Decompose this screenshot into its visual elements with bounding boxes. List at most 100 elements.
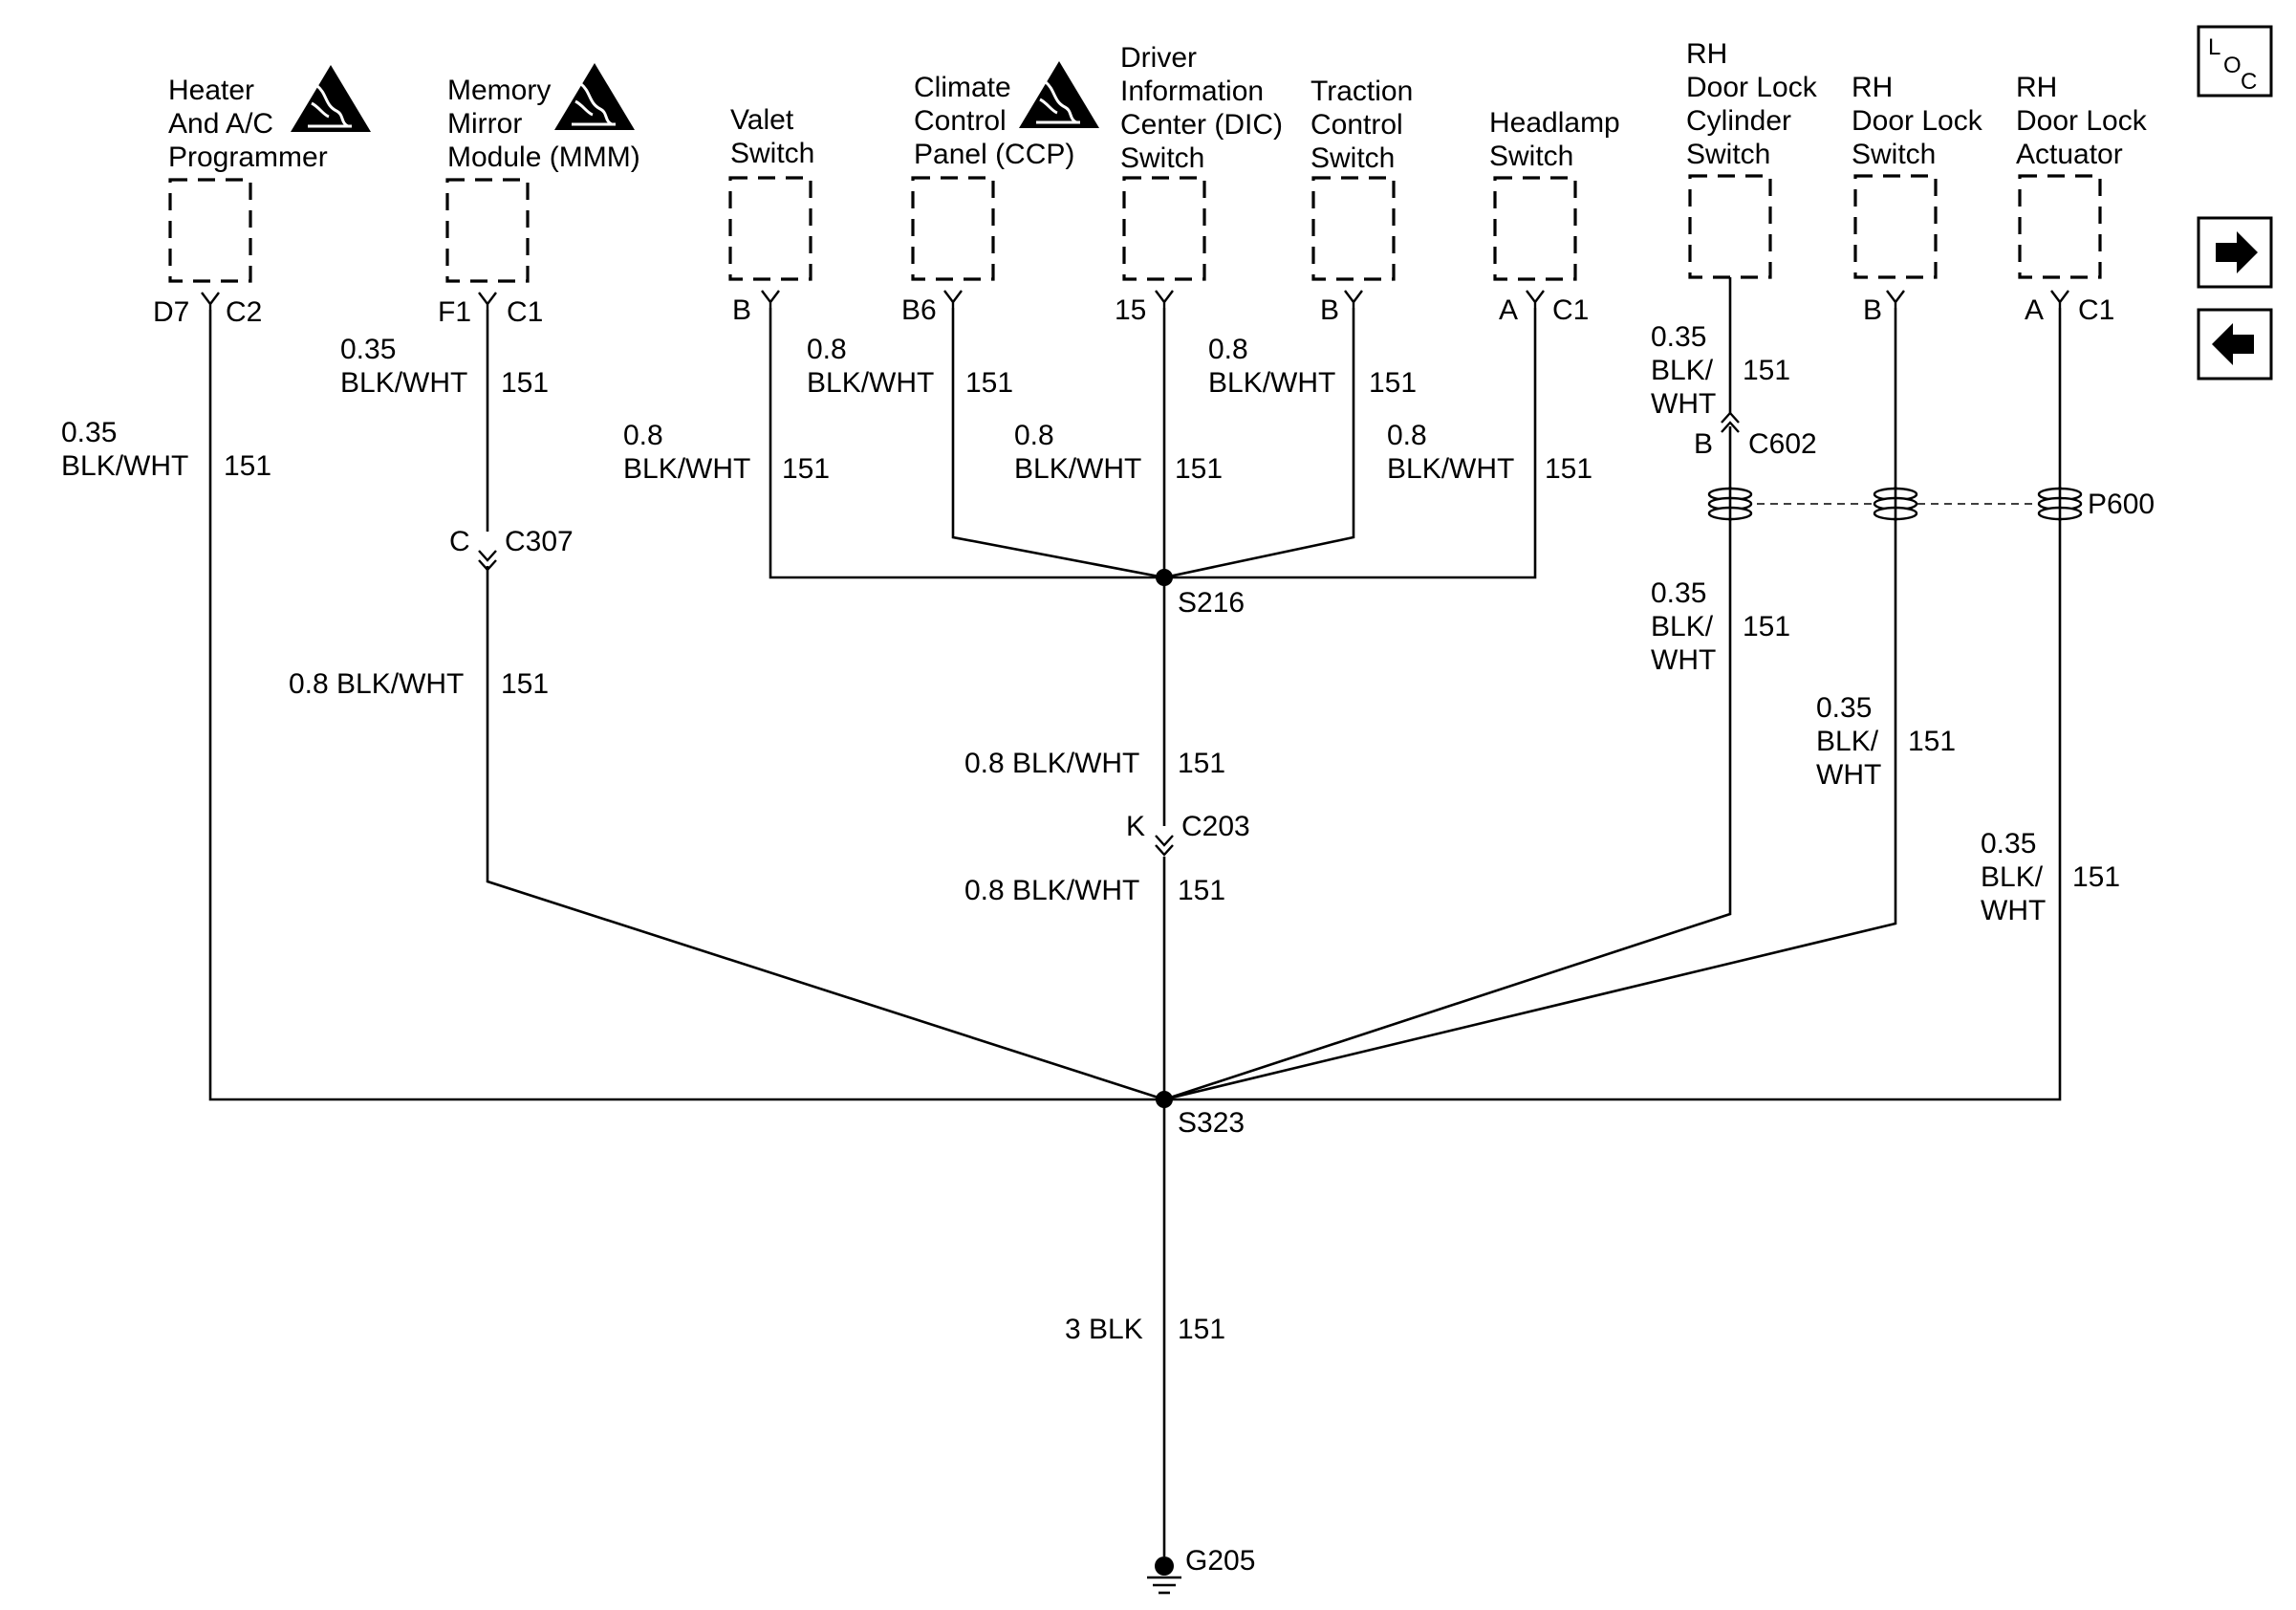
svg-text:BLK/WHT: BLK/WHT <box>61 450 188 482</box>
svg-text:0.8 BLK/WHT: 0.8 BLK/WHT <box>964 748 1139 779</box>
svg-text:WHT: WHT <box>1651 644 1716 676</box>
rh-door-lock-actuator-box <box>2018 174 2102 279</box>
svg-text:B: B <box>1320 294 1339 326</box>
svg-text:O: O <box>2223 53 2242 78</box>
wire-label-traction: 0.8 BLK/WHT 151 <box>1208 334 1417 399</box>
svg-text:0.35: 0.35 <box>340 334 396 365</box>
memory-mirror-module-box <box>445 178 530 283</box>
connector-c602-label: B C602 <box>1694 428 1817 460</box>
ground-g205-label: G205 <box>1185 1545 1255 1577</box>
splice-s323-label: S323 <box>1178 1107 1245 1139</box>
svg-text:151: 151 <box>1908 726 1956 757</box>
svg-text:BLK/WHT: BLK/WHT <box>807 367 934 399</box>
headlamp-switch-label: Headlamp Switch <box>1489 107 1628 172</box>
valet-switch-label: Valet Switch <box>730 104 814 169</box>
climate-control-panel-box <box>911 176 995 281</box>
svg-text:C: C <box>2241 69 2257 95</box>
esd-warning-icon <box>1017 59 1101 130</box>
previous-page-button[interactable] <box>2197 308 2273 381</box>
wire-label-trunk-lower: 0.8 BLK/WHT 151 <box>964 875 1225 906</box>
dic-switch-box <box>1122 176 1206 281</box>
wire-label-heater: 0.35 BLK/WHT 151 <box>61 417 271 482</box>
svg-text:151: 151 <box>501 367 549 399</box>
svg-text:C1: C1 <box>507 296 543 328</box>
svg-text:B: B <box>1694 428 1713 460</box>
svg-text:0.8: 0.8 <box>1387 420 1427 451</box>
svg-text:A: A <box>2025 294 2044 326</box>
svg-text:D7: D7 <box>153 296 189 328</box>
next-page-button[interactable] <box>2197 216 2273 289</box>
svg-text:C2: C2 <box>226 296 262 328</box>
esd-warning-icon <box>552 61 637 132</box>
svg-text:B: B <box>1863 294 1882 326</box>
arrow-left-icon <box>2212 323 2254 365</box>
svg-text:151: 151 <box>1743 355 1790 386</box>
svg-text:151: 151 <box>501 668 549 700</box>
wire-label-actuator-lower: 0.35 BLK/ WHT 151 <box>1981 828 2120 926</box>
svg-text:151: 151 <box>965 367 1013 399</box>
rh-door-lock-cylinder-switch-box <box>1688 174 1772 279</box>
svg-text:C1: C1 <box>2078 294 2114 326</box>
svg-text:0.35: 0.35 <box>1981 828 2036 859</box>
svg-text:0.35: 0.35 <box>61 417 117 448</box>
svg-text:C1: C1 <box>1552 294 1589 326</box>
svg-text:C203: C203 <box>1181 811 1250 842</box>
svg-text:B6: B6 <box>901 294 937 326</box>
climate-control-panel-label: Climate Control Panel (CCP) <box>914 72 1074 170</box>
heater-programmer-box <box>168 178 252 283</box>
connector-c203-label: K C203 <box>1126 811 1250 842</box>
splice-s216-dot <box>1156 569 1173 586</box>
connector-p600-label: P600 <box>2088 489 2155 520</box>
connector-c307-mark <box>478 550 497 572</box>
svg-text:151: 151 <box>1175 453 1223 485</box>
svg-text:151: 151 <box>1369 367 1417 399</box>
terminal-marks <box>201 290 2069 310</box>
svg-text:K: K <box>1126 811 1145 842</box>
svg-text:15: 15 <box>1115 294 1146 326</box>
svg-text:BLK/: BLK/ <box>1651 355 1714 386</box>
component-locator-button[interactable]: L O C <box>2197 25 2273 98</box>
wire-label-ccp: 0.8 BLK/WHT 151 <box>807 334 1013 399</box>
splice-s323-dot <box>1156 1091 1173 1108</box>
svg-text:L: L <box>2208 34 2220 60</box>
svg-text:151: 151 <box>1545 453 1592 485</box>
wire-label-cylinder-lower: 0.35 BLK/ WHT 151 <box>1651 577 1790 676</box>
svg-text:BLK/WHT: BLK/WHT <box>1208 367 1335 399</box>
svg-text:BLK/: BLK/ <box>1651 611 1714 642</box>
svg-text:C602: C602 <box>1748 428 1817 460</box>
svg-text:BLK/WHT: BLK/WHT <box>1014 453 1141 485</box>
svg-text:WHT: WHT <box>1651 388 1716 420</box>
wire-label-dic: 0.8 BLK/WHT 151 <box>1014 420 1223 485</box>
svg-text:0.8 BLK/WHT: 0.8 BLK/WHT <box>289 668 464 700</box>
svg-text:BLK/WHT: BLK/WHT <box>623 453 750 485</box>
p600-connector <box>1707 487 2083 521</box>
svg-text:0.8: 0.8 <box>807 334 847 365</box>
valet-switch-box <box>728 176 812 281</box>
svg-text:151: 151 <box>1178 875 1225 906</box>
wire-label-door-lock-switch-lower: 0.35 BLK/ WHT 151 <box>1816 692 1956 791</box>
svg-text:WHT: WHT <box>1981 895 2046 926</box>
connector-c602-mark <box>1721 411 1740 433</box>
svg-text:151: 151 <box>2072 861 2120 893</box>
ground-icon <box>1147 1556 1181 1595</box>
svg-text:A: A <box>1499 294 1518 326</box>
rh-door-lock-switch-box <box>1853 174 1938 279</box>
wire-label-cylinder-upper: 0.35 BLK/ WHT 151 <box>1651 321 1790 420</box>
wire-harness <box>208 277 2062 1556</box>
rh-door-lock-actuator-label: RH Door Lock Actuator <box>2016 72 2155 170</box>
svg-text:F1: F1 <box>438 296 471 328</box>
svg-text:C307: C307 <box>505 526 574 557</box>
rh-door-lock-cylinder-switch-label: RH Door Lock Cylinder Switch <box>1686 38 1825 170</box>
wire-label-ground: 3 BLK 151 <box>1065 1314 1225 1345</box>
svg-text:0.35: 0.35 <box>1816 692 1872 724</box>
headlamp-switch-box <box>1493 176 1577 281</box>
wire-label-headlamp: 0.8 BLK/WHT 151 <box>1387 420 1592 485</box>
svg-text:BLK/: BLK/ <box>1981 861 2044 893</box>
svg-text:WHT: WHT <box>1816 759 1881 791</box>
svg-text:BLK/WHT: BLK/WHT <box>1387 453 1514 485</box>
svg-text:151: 151 <box>782 453 830 485</box>
esd-warning-icon <box>289 63 373 134</box>
splice-s216-label: S216 <box>1178 587 1245 619</box>
wire-label-valet: 0.8 BLK/WHT 151 <box>623 420 830 485</box>
